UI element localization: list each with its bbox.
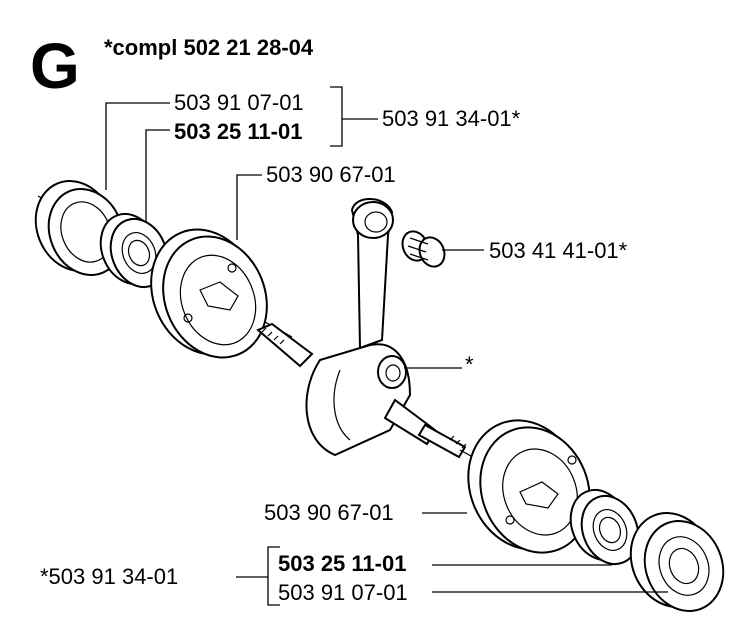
callout-crank-marker: *: [465, 352, 474, 377]
crank-web-part: [305, 343, 437, 457]
connecting-rod-part: [350, 198, 394, 350]
bottom-bearing-part: [569, 489, 640, 565]
needle-bearing-part: [401, 230, 446, 268]
section-letter: G: [30, 30, 80, 102]
callout-bottom-seal: 503 91 07-01: [278, 580, 408, 605]
top-flywheel-part: [150, 228, 268, 359]
callout-bottom-flywheel: 503 90 67-01: [264, 500, 394, 525]
callout-needle-bearing: 503 41 41-01*: [489, 238, 628, 263]
crank-stub-left: [256, 322, 314, 368]
callout-top-group: 503 91 34-01*: [382, 106, 521, 131]
callout-top-bearing: 503 25 11-01: [174, 119, 302, 144]
leader-lines: [105, 86, 668, 606]
crank-stub-right: [417, 423, 467, 459]
callout-top-flywheel: 503 90 67-01: [266, 162, 396, 187]
callout-top-seal: 503 91 07-01: [174, 90, 304, 115]
callout-bottom-bearing: 503 25 11-01: [278, 551, 406, 576]
bottom-flywheel-part: [467, 419, 591, 554]
bottom-seal-part: [629, 512, 725, 612]
assembly-label: *compl 502 21 28-04: [104, 35, 314, 60]
callout-bottom-group: *503 91 34-01: [40, 564, 178, 589]
